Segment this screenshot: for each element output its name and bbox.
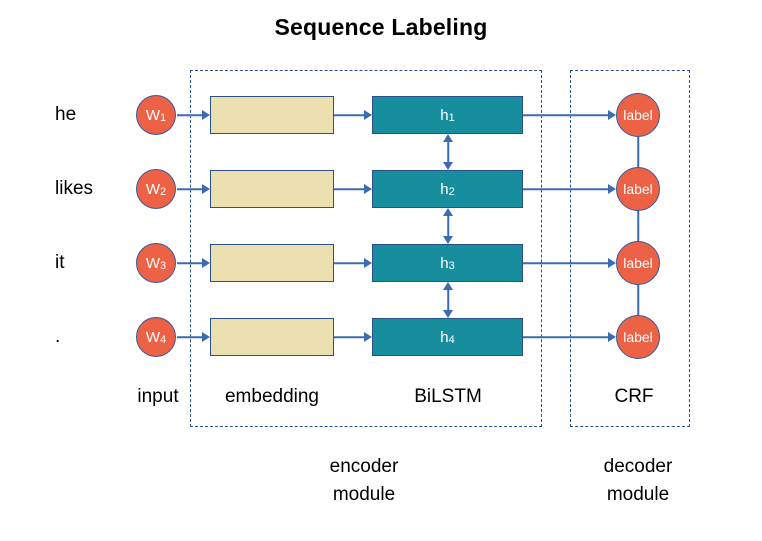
embedding-box-2 — [210, 170, 334, 208]
module-caption-encoder-line2: module — [332, 484, 396, 505]
arrowhead-token-to-embedding-3 — [202, 258, 210, 268]
page-title: Sequence Labeling — [274, 14, 488, 40]
connector-lstm-to-label-3 — [523, 262, 608, 264]
arrowhead-token-to-embedding-2 — [202, 184, 210, 194]
arrowhead-lstm-to-label-3 — [608, 258, 616, 268]
connector-embedding-to-lstm-3 — [334, 262, 364, 264]
token-circle-1-text: W1 — [145, 106, 167, 124]
module-caption-decoder-line2: module — [606, 484, 670, 505]
input-word-2: likes — [55, 178, 94, 199]
encoder-module-frame — [190, 70, 542, 427]
input-word-4: . — [55, 326, 61, 347]
token-circle-4-text: W4 — [145, 328, 167, 346]
bilstm-link-3-4-arrow-down — [443, 310, 453, 318]
label-circle-3: label — [616, 241, 660, 285]
arrowhead-embedding-to-lstm-2 — [364, 184, 372, 194]
decoder-module-frame — [570, 70, 690, 427]
token-circle-1: W1 — [136, 95, 176, 135]
input-word-3: it — [55, 252, 65, 273]
stage-caption-embedding: embedding — [224, 386, 320, 407]
embedding-box-1 — [210, 96, 334, 134]
token-circle-3-text: W3 — [145, 254, 167, 272]
connector-embedding-to-lstm-4 — [334, 336, 364, 338]
token-circle-2: W2 — [136, 169, 176, 209]
connector-token-to-embedding-3 — [177, 262, 202, 264]
arrowhead-token-to-embedding-1 — [202, 110, 210, 120]
connector-embedding-to-lstm-1 — [334, 114, 364, 116]
connector-token-to-embedding-2 — [177, 188, 202, 190]
connector-token-to-embedding-1 — [177, 114, 202, 116]
connector-token-to-embedding-4 — [177, 336, 202, 338]
lstm-box-4: h4 — [372, 318, 523, 356]
connector-lstm-to-label-2 — [523, 188, 608, 190]
arrowhead-embedding-to-lstm-1 — [364, 110, 372, 120]
token-circle-2-text: W2 — [145, 180, 167, 198]
label-circle-2: label — [616, 167, 660, 211]
crf-chain-link-1-2 — [637, 137, 639, 167]
bilstm-link-1-2-arrow-down — [443, 162, 453, 170]
arrowhead-lstm-to-label-2 — [608, 184, 616, 194]
token-circle-3: W3 — [136, 243, 176, 283]
stage-caption-input: input — [137, 386, 179, 407]
label-circle-4: label — [616, 315, 660, 359]
module-caption-encoder-line1: encoder — [329, 456, 399, 477]
lstm-box-1: h1 — [372, 96, 523, 134]
embedding-box-4 — [210, 318, 334, 356]
lstm-box-3-text: h3 — [440, 254, 455, 272]
bilstm-link-3-4-arrow-up — [443, 282, 453, 290]
stage-caption-bilstm: BiLSTM — [414, 386, 482, 407]
lstm-box-2: h2 — [372, 170, 523, 208]
crf-chain-link-2-3 — [637, 211, 639, 241]
arrowhead-token-to-embedding-4 — [202, 332, 210, 342]
token-circle-4: W4 — [136, 317, 176, 357]
bilstm-link-2-3-arrow-down — [443, 236, 453, 244]
connector-embedding-to-lstm-2 — [334, 188, 364, 190]
bilstm-link-2-3-arrow-up — [443, 208, 453, 216]
lstm-box-4-text: h4 — [440, 328, 455, 346]
bilstm-link-1-2-arrow-up — [443, 134, 453, 142]
arrowhead-embedding-to-lstm-4 — [364, 332, 372, 342]
embedding-box-3 — [210, 244, 334, 282]
module-caption-decoder: decoder module — [604, 453, 673, 509]
lstm-box-3: h3 — [372, 244, 523, 282]
arrowhead-embedding-to-lstm-3 — [364, 258, 372, 268]
lstm-box-2-text: h2 — [440, 180, 455, 198]
module-caption-decoder-line1: decoder — [603, 456, 673, 477]
input-word-1: he — [55, 104, 77, 125]
stage-caption-crf: CRF — [614, 386, 654, 407]
bilstm-link-1-2 — [447, 141, 449, 163]
lstm-box-1-text: h1 — [440, 106, 455, 124]
connector-lstm-to-label-1 — [523, 114, 608, 116]
arrowhead-lstm-to-label-4 — [608, 332, 616, 342]
connector-lstm-to-label-4 — [523, 336, 608, 338]
crf-chain-link-3-4 — [637, 285, 639, 315]
bilstm-link-3-4 — [447, 289, 449, 311]
bilstm-link-2-3 — [447, 215, 449, 237]
module-caption-encoder: encoder module — [330, 453, 399, 509]
label-circle-1: label — [616, 93, 660, 137]
arrowhead-lstm-to-label-1 — [608, 110, 616, 120]
